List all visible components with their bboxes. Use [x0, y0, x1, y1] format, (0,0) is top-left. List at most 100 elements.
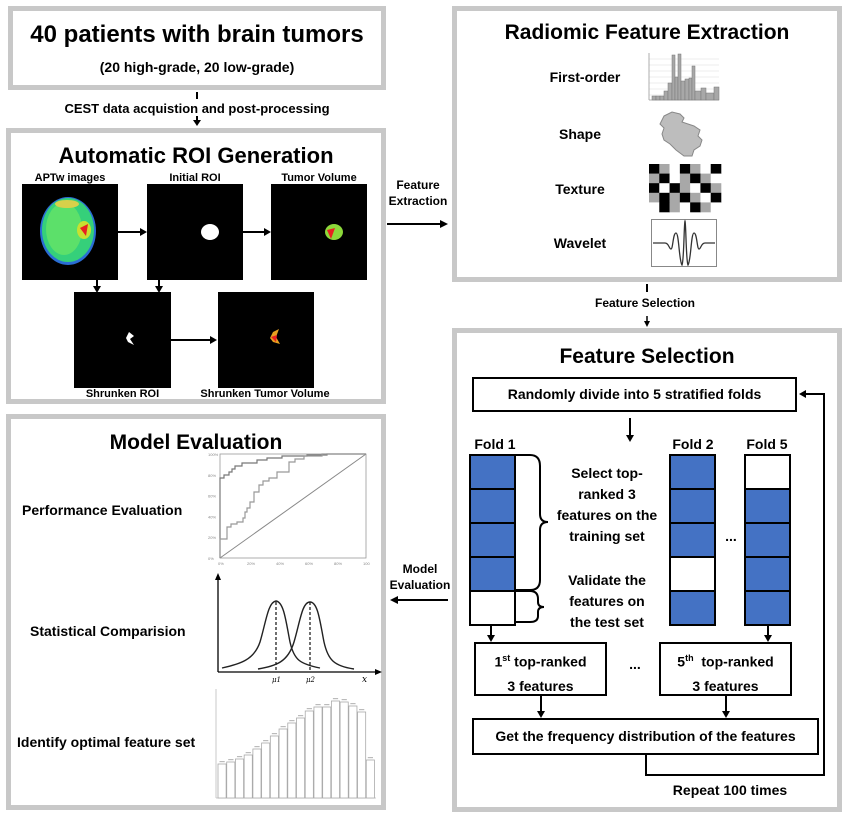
initial-roi-image [147, 184, 243, 280]
model-evaluation-label-1: Model [402, 562, 438, 576]
bar-value-label [289, 720, 295, 722]
statistical-comparison-label: Statistical Comparision [30, 623, 186, 639]
result-5-sup: th [685, 653, 694, 663]
texture-cell [710, 192, 722, 203]
dist-curve-1 [221, 600, 321, 669]
feature-set-bar-chart [215, 689, 376, 799]
texture-cell [710, 173, 722, 184]
texture-cell [669, 183, 681, 194]
training-set-brace [516, 454, 549, 623]
tumor-volume-image [271, 184, 367, 280]
texture-cell [649, 164, 660, 174]
texture-cell [669, 173, 681, 184]
texture-cell [669, 164, 681, 174]
fold-5-column [744, 454, 791, 626]
texture-cell [700, 173, 712, 184]
fold-test-cell [469, 590, 516, 626]
fold-1-label: Fold 1 [474, 436, 516, 452]
texture-cell [700, 183, 712, 194]
texture-cell [669, 202, 681, 213]
roi-flow-arrows [93, 228, 271, 344]
result-1-line2: 3 features [507, 677, 574, 694]
train-text: Select top- ranked 3 features on the tra… [552, 463, 662, 547]
train-text-line: training set [569, 528, 645, 544]
feature-set-bar [304, 710, 314, 799]
train-text-line: ranked 3 [578, 486, 636, 502]
wavelet-icon [651, 219, 717, 267]
bar-value-label [367, 757, 373, 759]
texture-cell [659, 192, 670, 203]
selection-title: Feature Selection [559, 345, 735, 368]
texture-cell [700, 164, 712, 174]
texture-cell [690, 183, 701, 194]
test-text-line: Validate the [568, 572, 646, 588]
roc-x-tick: 20% [247, 561, 255, 566]
histogram-icon [648, 53, 720, 101]
fold-train-cell [744, 488, 791, 524]
fold-test-cell [669, 556, 716, 592]
texture-cell [710, 183, 722, 194]
result-5-line2: 3 features [692, 677, 759, 694]
patients-title: 40 patients with brain tumors [30, 21, 364, 48]
feature-set-bar [252, 748, 262, 799]
texture-cell [690, 173, 701, 184]
texture-cell [679, 202, 691, 213]
feature-set-bar [217, 763, 227, 799]
repeat-label: Repeat 100 times [672, 782, 788, 798]
model-evaluation-label-2: Evaluation [389, 578, 451, 592]
result-1-num: 1 [494, 653, 503, 670]
feature-first-order-label: First-order [549, 69, 621, 85]
result-box-fold-1: 1st top-ranked 3 features [474, 642, 607, 696]
feature-texture-label: Texture [555, 181, 605, 197]
dist-mu2-label: μ2 [306, 676, 316, 684]
feature-set-bar [365, 759, 375, 799]
divide-down-arrow [626, 418, 634, 442]
roc-curve-chart: 100%80%60%40%20%0%0%20%40%60%80%100 [208, 452, 370, 566]
train-text-line: features on the [556, 507, 658, 523]
feature-set-bar [269, 735, 279, 799]
feature-set-bar [261, 742, 271, 799]
roc-x-tick: 80% [334, 561, 342, 566]
fold-test-cell [744, 454, 791, 490]
texture-cell [649, 173, 660, 184]
roc-curve-2 [219, 453, 366, 558]
texture-cell [710, 202, 722, 213]
texture-cell [669, 192, 681, 203]
distribution-comparison-chart: μ1 μ2 x [215, 573, 382, 685]
feature-set-bar [322, 706, 332, 799]
texture-cell [649, 183, 660, 194]
bar-value-label [359, 709, 365, 711]
bar-value-label [219, 761, 225, 763]
result-box-fold-5: 5th top-ranked 3 features [659, 642, 792, 696]
texture-cell [659, 202, 670, 213]
shrunken-tumor-image [218, 292, 314, 388]
shape-icon [659, 111, 703, 157]
roc-y-tick: 20% [208, 535, 216, 540]
patients-subtitle: (20 high-grade, 20 low-grade) [99, 59, 295, 75]
bar-value-label [315, 704, 321, 706]
texture-cell [659, 164, 670, 174]
aptw-image [22, 184, 118, 280]
performance-evaluation-label: Performance Evaluation [22, 502, 183, 518]
feature-set-bar [330, 700, 340, 799]
train-text-line: Select top- [571, 465, 643, 481]
texture-checker-icon [649, 164, 722, 213]
feature-set-bar [348, 705, 358, 799]
feature-set-bar [296, 717, 306, 799]
roc-x-tick: 40% [276, 561, 284, 566]
roc-y-tick: 0% [208, 556, 214, 561]
bar-value-label [332, 698, 339, 700]
bar-value-label [280, 726, 286, 728]
bar-value-label [245, 752, 251, 754]
feature-set-bar [243, 754, 253, 799]
bar-value-label [236, 756, 243, 758]
texture-cell [679, 183, 691, 194]
evaluation-title: Model Evaluation [109, 431, 283, 454]
roc-x-tick: 0% [218, 561, 224, 566]
fold-train-cell [469, 488, 516, 524]
fold-train-cell [669, 454, 716, 490]
feature-set-bar [235, 758, 244, 799]
texture-cell [659, 183, 670, 194]
feature-wavelet-label: Wavelet [553, 235, 607, 251]
roc-x-tick: 60% [305, 561, 313, 566]
